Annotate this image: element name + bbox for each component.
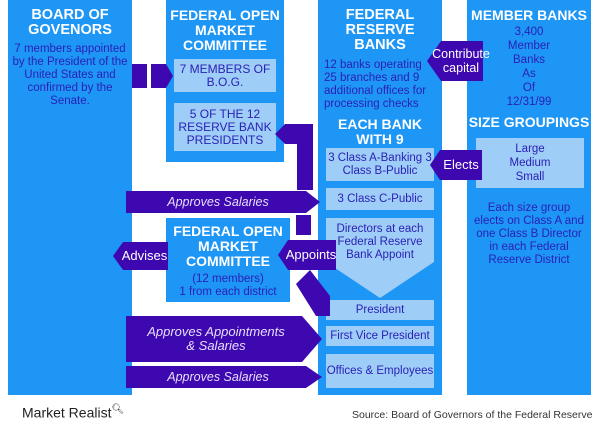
fomc-top-panel: FEDERAL OPEN MARKET COMMITTEE 7 MEMBERS …: [166, 0, 284, 162]
advises-label: Advises: [121, 248, 168, 263]
approves-salaries-arrow-1: [126, 191, 320, 213]
size-groupings-box: Large Medium Small: [476, 138, 584, 188]
approves-salaries-arrow-2: [126, 366, 322, 388]
federal-reserve-banks-panel: FEDERAL RESERVE BANKS 12 banks operating…: [318, 0, 442, 395]
elects-label: Elects: [443, 157, 479, 172]
reserve-banks-title: FEDERAL RESERVE BANKS: [345, 7, 415, 53]
count-line: Member: [507, 40, 551, 52]
brand-name: Market Realist: [22, 404, 112, 421]
count-line: Banks: [513, 54, 545, 66]
fomc-mid-district: 1 from each district: [179, 286, 277, 298]
advises-arrow: [113, 242, 168, 270]
fomc-mid-panel: FEDERAL OPEN MARKET COMMITTEE (12 member…: [166, 218, 290, 302]
board-description: 7 members appointed by the President of …: [12, 43, 128, 107]
appoints-arrow: [278, 240, 336, 270]
class-c-box: 3 Class C-Public: [326, 188, 434, 210]
magnifier-icon: 🔍︎: [111, 404, 125, 415]
size-item: Large: [515, 143, 545, 155]
fomc-top-title: FEDERAL OPEN MARKET COMMITTEE: [170, 7, 280, 53]
fomc-mid-members: (12 members): [192, 273, 264, 285]
fomc-mid-title: FEDERAL OPEN MARKET COMMITTEE: [173, 223, 283, 269]
contribute-capital-label: Contribute capital: [432, 47, 490, 75]
appoints-label: Appoints: [285, 247, 337, 262]
fomc-bog-members-box: 7 MEMBERS OF B.O.G.: [174, 59, 276, 92]
reserve-banks-description: 12 banks operating 25 branches and 9 add…: [324, 59, 427, 110]
offices-employees-box: Offices & Employees: [326, 354, 434, 388]
size-item: Medium: [509, 157, 551, 169]
count-line: As: [522, 68, 536, 80]
board-of-governors-panel: BOARD OF GOVENORS 7 members appointed by…: [8, 0, 132, 395]
approves-appointments-arrow: [126, 316, 322, 362]
board-to-fomc-arrow: [151, 64, 173, 88]
board-to-fomc-connector: [132, 64, 147, 88]
salaries-appoints-connector: [296, 215, 311, 235]
approves-salaries-label-2: Approves Salaries: [167, 370, 269, 384]
president-diagonal-arrow: [296, 270, 330, 316]
directors-appoint-box: Directors at each Federal Reserve Bank A…: [336, 222, 424, 261]
contribute-capital-arrow: [427, 41, 483, 81]
count-line: 3,400: [514, 26, 544, 38]
count-line: 12/31/99: [506, 96, 552, 108]
first-vice-president-box: First Vice President: [326, 326, 434, 346]
member-banks-panel: MEMBER BANKS 3,400 Member Banks As Of 12…: [467, 0, 591, 395]
source-note: Source: Board of Governors of the Federa…: [352, 409, 593, 421]
size-groupings-title: SIZE GROUPINGS: [468, 114, 590, 130]
size-item: Small: [515, 171, 545, 183]
president-box: President: [326, 300, 434, 320]
presidents-connector: [275, 124, 313, 190]
count-line: Of: [522, 82, 536, 94]
fomc-reserve-presidents-box: 5 OF THE 12 RESERVE BANK PRESIDENTS: [174, 103, 276, 151]
member-banks-title: MEMBER BANKS: [471, 7, 587, 23]
approves-salaries-label-1: Approves Salaries: [167, 195, 269, 209]
directors-appoint-chevron: [326, 218, 434, 298]
elects-arrow: [430, 150, 482, 180]
member-banks-count: 3,400 Member Banks As Of 12/31/99: [467, 23, 591, 109]
class-a-b-box: 3 Class A-Banking 3 Class B-Public: [326, 148, 434, 181]
board-title: BOARD OF GOVENORS: [28, 7, 112, 38]
market-realist-logo: Market Realist🔍︎: [22, 404, 124, 421]
approves-appointments-label: Approves Appointments & Salaries: [147, 324, 285, 353]
size-group-note: Each size group elects on Class A and on…: [474, 202, 584, 266]
